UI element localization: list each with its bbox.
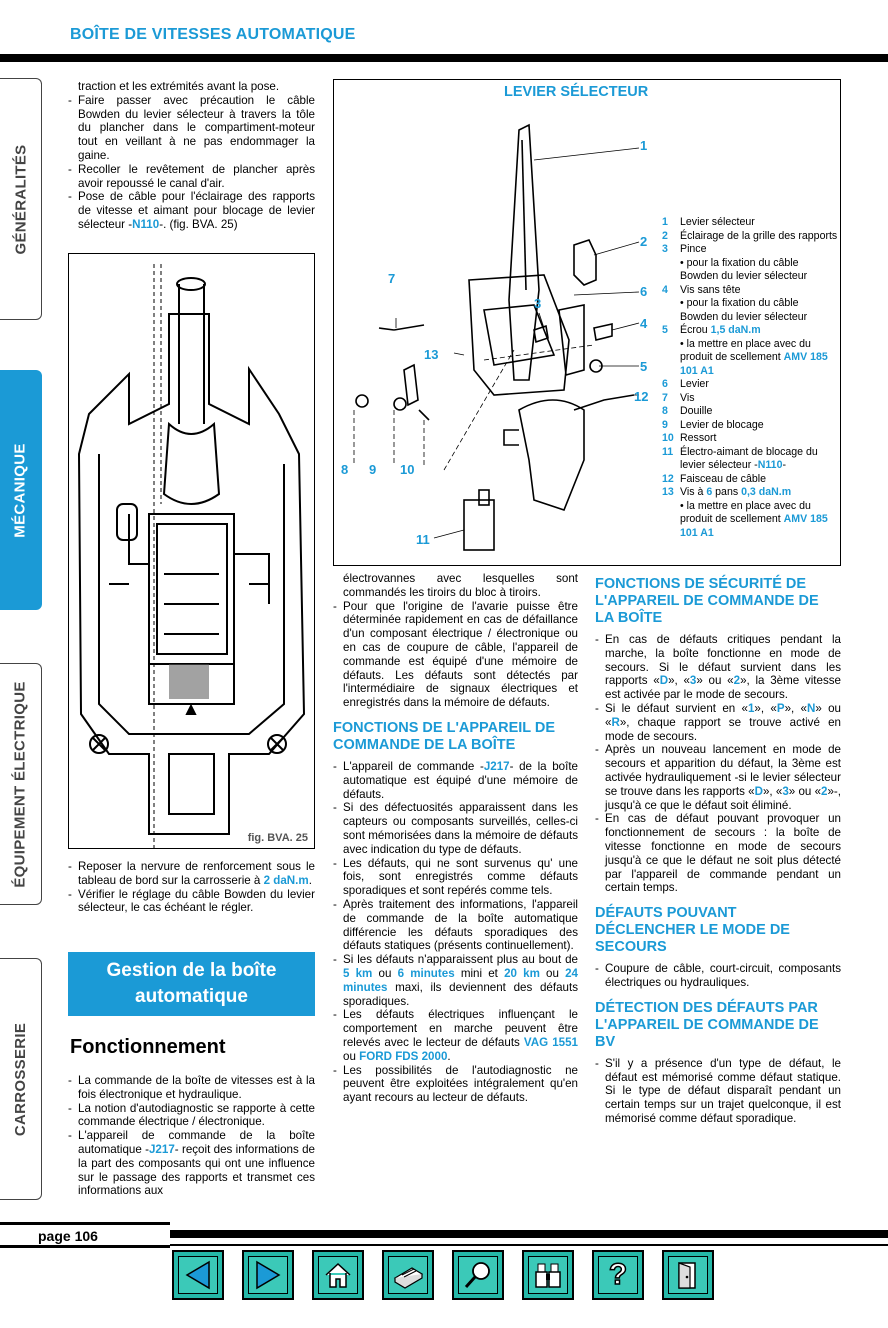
top-rule — [0, 54, 888, 62]
tab-mecanique[interactable]: MÉCANIQUE — [0, 370, 42, 610]
list-item: La commande de la boîte de vitesses est … — [68, 1074, 315, 1102]
footer-rule — [170, 1230, 888, 1238]
list-item: Reposer la nervure de renforcement sous … — [68, 860, 315, 888]
col1-top-text: traction et les extrémités avant la pose… — [68, 80, 315, 232]
list-item: Pour que l'origine de l'avarie puisse êt… — [333, 600, 578, 710]
next-button[interactable] — [242, 1250, 294, 1300]
callout-6: 6 — [640, 284, 648, 299]
col2-text: électrovannes avec lesquelles sont comma… — [333, 572, 578, 1105]
callout-1: 1 — [640, 138, 648, 153]
section-title-box: Gestion de la boîte automatique — [68, 952, 315, 1016]
help-button[interactable]: ? — [592, 1250, 644, 1300]
page-header-title: BOÎTE DE VITESSES AUTOMATIQUE — [70, 26, 356, 43]
callout-10: 10 — [400, 462, 415, 477]
list-item: Faire passer avec précaution le câble Bo… — [68, 94, 315, 163]
callout-13: 13 — [424, 347, 439, 362]
heading-fonctions-appareil: FONCTIONS DE L'APPAREIL DE COMMANDE DE L… — [333, 719, 556, 753]
continuation-text: traction et les extrémités avant la pose… — [78, 80, 280, 93]
list-item: Après un nouveau lancement en mode de se… — [595, 743, 841, 812]
callout-12: 12 — [634, 389, 649, 404]
list-item: Si des défectuosités apparaissent dans l… — [333, 801, 578, 856]
list-item: S'il y a présence d'un type de défaut, l… — [595, 1057, 841, 1126]
print-button[interactable] — [382, 1250, 434, 1300]
tab-equipement-electrique[interactable]: ÉQUIPEMENT ÉLECTRIQUE — [0, 663, 42, 905]
search-button[interactable] — [452, 1250, 504, 1300]
list-item: L'appareil de commande de la boîte autom… — [68, 1129, 315, 1198]
paragraph: électrovannes avec lesquelles sont comma… — [343, 572, 578, 599]
callout-2: 2 — [640, 234, 648, 249]
list-item: Après traitement des informations, l'app… — [333, 898, 578, 953]
tab-generalites[interactable]: GÉNÉRALITÉS — [0, 78, 42, 320]
legend-row: • pour la fixation du câble Bowden du le… — [680, 256, 808, 283]
callout-9: 9 — [369, 462, 377, 477]
list-item: Vérifier le réglage du câble Bowden du l… — [68, 888, 315, 916]
list-item: Recoller le revêtement de plancher après… — [68, 163, 315, 191]
legend-row: • pour la fixation du câble Bowden du le… — [680, 297, 808, 323]
callout-7: 7 — [388, 271, 396, 286]
col3-text: FONCTIONS DE SÉCURITÉ DE L'APPAREIL DE C… — [595, 566, 841, 1126]
exploded-view-drawing — [353, 123, 640, 551]
page-number: page 106 — [0, 1222, 170, 1248]
list-item: Les défauts, qui ne sont survenus qu' un… — [333, 857, 578, 898]
binoculars-icon — [535, 1263, 561, 1288]
callout-11: 11 — [416, 532, 430, 547]
col1-bottom-text: La commande de la boîte de vitesses est … — [68, 1074, 315, 1198]
list-item: La notion d'autodiagnostic se rapporte à… — [68, 1102, 315, 1130]
list-item: Si le défaut survient en «1», «P», «N» o… — [595, 702, 841, 743]
list-item: En cas de défaut pouvant provoquer un fo… — [595, 812, 841, 895]
list-item: L'appareil de commande -J217- de la boît… — [333, 760, 578, 801]
list-item: Les défauts électriques influençant le c… — [333, 1008, 578, 1063]
home-icon — [325, 1262, 351, 1288]
legend-row: • la mettre en place avec du produit de … — [680, 337, 828, 377]
print-icon — [393, 1267, 424, 1289]
next-icon — [256, 1260, 281, 1290]
diagram-title: LEVIER SÉLECTEUR — [504, 84, 649, 100]
figure-bva-25: fig. BVA. 25 — [68, 253, 315, 854]
selector-lever-diagram: LEVIER SÉLECTEUR — [333, 79, 841, 566]
exit-icon — [678, 1262, 696, 1289]
list-item: Les possibilités de l'autodiagnostic ne … — [333, 1064, 578, 1105]
help-icon: ? — [608, 1257, 628, 1292]
footer-rule-thin — [170, 1244, 888, 1246]
search-icon — [464, 1262, 490, 1289]
selector-housing-drawing — [77, 264, 306, 854]
heading-detection-defauts: DÉTECTION DES DÉFAUTS PAR L'APPAREIL DE … — [595, 999, 819, 1050]
callout-4: 4 — [640, 316, 648, 331]
binoculars-button[interactable] — [522, 1250, 574, 1300]
section-subtitle: Fonctionnement — [70, 1036, 226, 1058]
legend-row: • la mettre en place avec du produit de … — [680, 499, 828, 539]
heading-fonctions-securite: FONCTIONS DE SÉCURITÉ DE L'APPAREIL DE C… — [595, 576, 819, 626]
exit-button[interactable] — [662, 1250, 714, 1300]
heading-defauts-secours: DÉFAUTS POUVANT DÉCLENCHER LE MODE DE SE… — [595, 905, 790, 956]
col1-mid-text: Reposer la nervure de renforcement sous … — [68, 860, 315, 915]
callout-8: 8 — [341, 462, 349, 477]
previous-icon — [185, 1260, 210, 1290]
previous-button[interactable] — [172, 1250, 224, 1300]
figure-caption: fig. BVA. 25 — [247, 832, 308, 844]
callout-3: 3 — [534, 296, 542, 311]
list-item: Pose de câble pour l'éclairage des rappo… — [68, 190, 315, 231]
list-item: Coupure de câble, court-circuit, composa… — [595, 962, 841, 990]
list-item: En cas de défauts critiques pendant la m… — [595, 633, 841, 702]
tab-carrosserie[interactable]: CARROSSERIE — [0, 958, 42, 1200]
list-item: Si les défauts n'apparaissent plus au bo… — [333, 953, 578, 1008]
callout-5: 5 — [640, 359, 648, 374]
home-button[interactable] — [312, 1250, 364, 1300]
